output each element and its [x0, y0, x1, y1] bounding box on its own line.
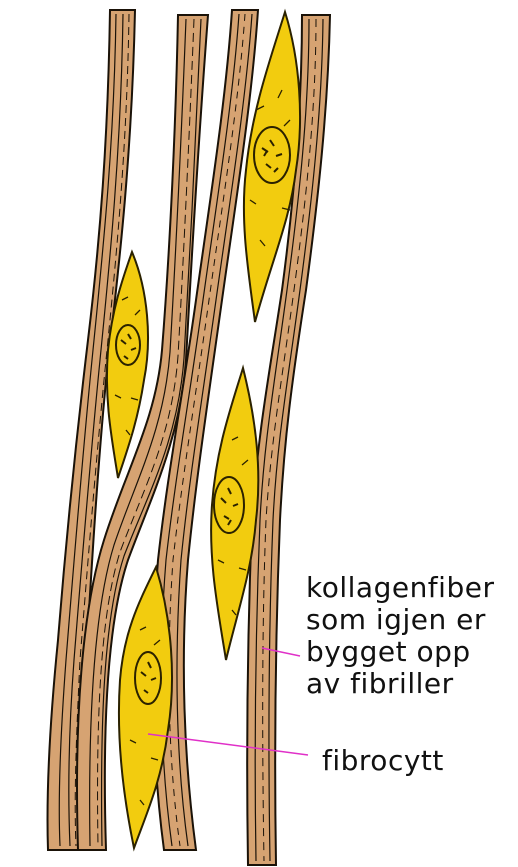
fibrocyte-label: fibrocytt	[322, 745, 444, 777]
collagen-label-line-3: bygget opp	[306, 636, 494, 668]
collagen-label-line-4: av fibriller	[306, 668, 494, 700]
collagen-label-line-1: kollagenfiber	[306, 572, 494, 604]
collagen-fiber-label: kollagenfiber som igjen er bygget opp av…	[306, 572, 494, 700]
collagen-label-line-2: som igjen er	[306, 604, 494, 636]
